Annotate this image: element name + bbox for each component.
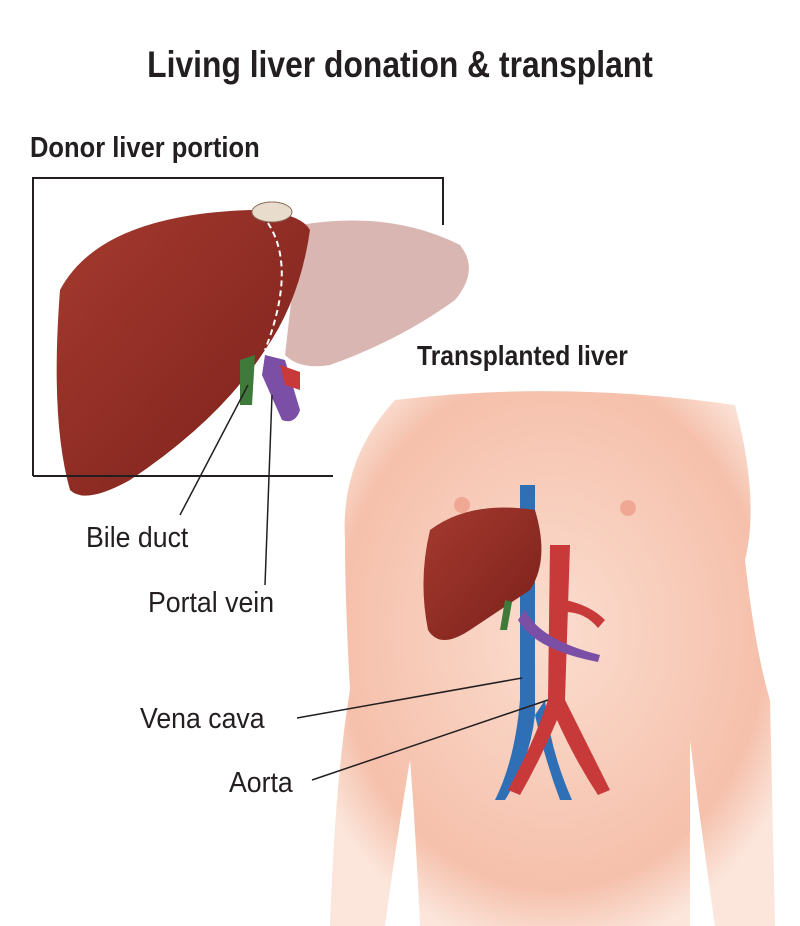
hepatic-vein-stump: [251, 201, 293, 223]
nipple-right: [620, 500, 636, 516]
label-bile-duct: Bile duct: [86, 522, 189, 554]
label-vena-cava: Vena cava: [140, 703, 265, 735]
donor-heading: Donor liver portion: [30, 132, 260, 164]
leader-lines: [179, 384, 549, 781]
label-portal-vein: Portal vein: [148, 587, 275, 619]
remaining-liver-lobe: [285, 220, 469, 367]
label-aorta: Aorta: [229, 767, 293, 799]
portal-vein-transplant: [518, 610, 600, 662]
bile-duct-transplant: [500, 600, 512, 630]
aorta: [508, 545, 610, 795]
transplanted-liver: [423, 507, 542, 640]
cut-line: [261, 214, 283, 351]
page-title: Living liver donation & transplant: [147, 44, 653, 85]
portal-vein: [262, 355, 300, 422]
donor-box: [32, 177, 444, 477]
transplant-heading: Transplanted liver: [417, 340, 628, 371]
hepatic-artery: [280, 365, 300, 390]
nipple-left: [454, 497, 470, 513]
donor-liver: [56, 210, 311, 496]
